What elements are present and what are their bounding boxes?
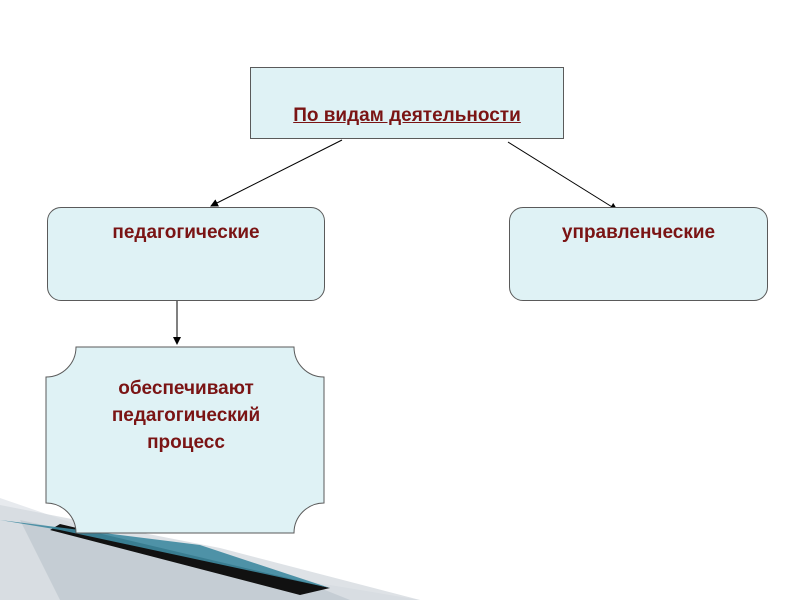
management-node: управленческие [509,207,768,301]
management-node-label: управленческие [561,222,716,243]
pedagogical-node: педагогические [47,207,325,301]
grandchild-node-text: обеспечивают педагогический процесс [48,375,324,456]
pedagogical-node-label: педагогические [112,222,260,243]
arrow-root-to-pedagogical [210,139,343,207]
grandchild-line-3: процесс [147,432,225,453]
root-node-label: По видам деятельности [293,105,521,126]
root-node: По видам деятельности [250,67,564,139]
grandchild-line-1: обеспечивают [118,378,254,399]
grandchild-box [45,346,325,534]
arrow-root-to-management [507,141,618,211]
grandchild-line-2: педагогический [111,405,261,426]
